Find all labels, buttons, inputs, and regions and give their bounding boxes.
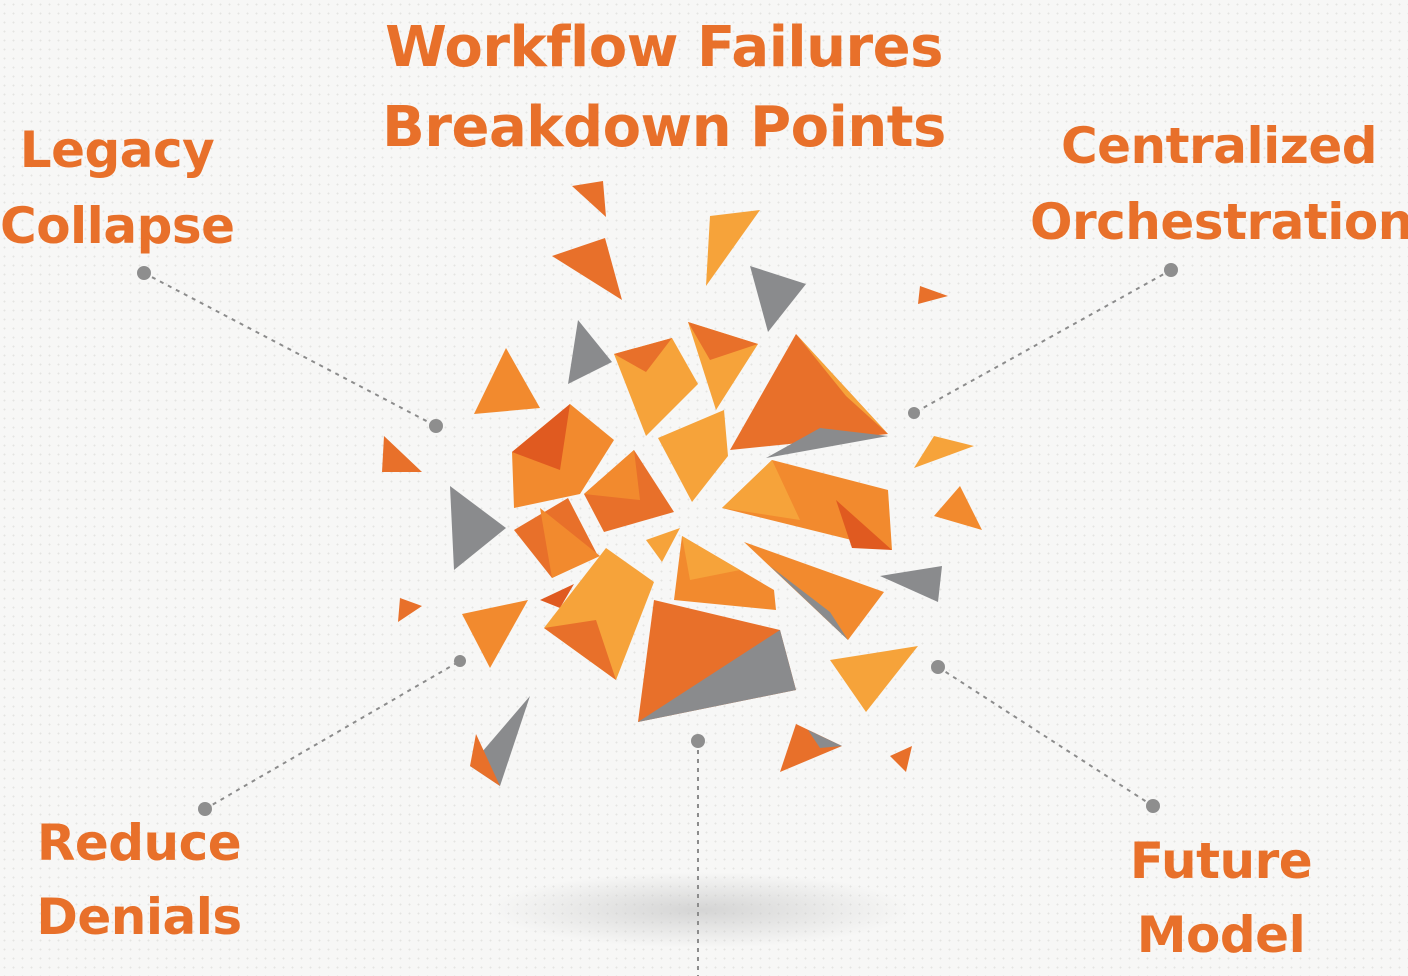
label-line: Denials [36, 888, 242, 946]
connector-dot [198, 802, 212, 816]
label-future-model: Future Model [1106, 824, 1336, 972]
shard [780, 724, 842, 772]
shard [540, 584, 574, 608]
label-line: Centralized [1060, 117, 1378, 175]
shard [584, 450, 640, 500]
connector-dot [1146, 799, 1160, 813]
shard [688, 322, 758, 360]
shard [918, 286, 948, 304]
label-line: Collapse [0, 197, 235, 255]
connector-dot [137, 266, 151, 280]
shard [540, 508, 600, 578]
shard [730, 334, 888, 450]
connector-future [937, 666, 1154, 807]
shard [382, 436, 422, 472]
shard [544, 620, 616, 680]
shard [552, 238, 622, 300]
shard [470, 734, 500, 786]
connector-dot [931, 660, 945, 674]
shard [706, 210, 760, 286]
shard [614, 338, 672, 372]
shard [722, 460, 800, 520]
connector-dot [454, 655, 466, 667]
label-reduce-denials: Reduce Denials [24, 806, 254, 954]
shard [474, 348, 540, 414]
shard [658, 410, 728, 502]
shard [836, 500, 892, 550]
shard [796, 334, 888, 434]
connector-reduce [204, 660, 461, 810]
shard [450, 486, 506, 570]
shard [462, 600, 528, 668]
shard [890, 746, 912, 772]
connector-dots [137, 263, 1178, 816]
label-line: Reduce [36, 814, 242, 872]
connector-centralized [913, 269, 1172, 414]
shard [750, 266, 806, 332]
shard [512, 404, 614, 508]
connector-legacy [143, 272, 437, 427]
shard [512, 404, 570, 470]
connector-dot [908, 407, 920, 419]
connector-dot [429, 419, 443, 433]
label-line: Future [1129, 832, 1313, 890]
shards [382, 181, 982, 786]
shard [568, 320, 612, 384]
shard [398, 598, 422, 622]
shard [808, 730, 842, 748]
label-line: Legacy [19, 121, 215, 179]
connector-dot [1164, 263, 1178, 277]
shard [770, 566, 848, 640]
label-line: Orchestration [1030, 193, 1408, 251]
shard [572, 181, 606, 217]
shard [638, 630, 796, 722]
shard [646, 528, 680, 562]
title-line-2: Breakdown Points [382, 95, 946, 160]
shard [914, 436, 974, 468]
title-line-1: Workflow Failures [385, 15, 943, 80]
shard [880, 566, 942, 602]
label-line: Model [1136, 906, 1306, 964]
shard [934, 486, 982, 530]
floor-shadow [490, 872, 910, 948]
shard [682, 536, 740, 580]
label-legacy-collapse: Legacy Collapse [0, 112, 235, 264]
shard [766, 428, 888, 458]
connector-dot [691, 734, 705, 748]
connectors [143, 269, 1172, 976]
label-centralized-orchestration: Centralized Orchestration [1030, 108, 1408, 260]
diagram-title: Workflow Failures Breakdown Points [364, 8, 964, 168]
shard [830, 646, 918, 712]
shard [744, 542, 884, 640]
